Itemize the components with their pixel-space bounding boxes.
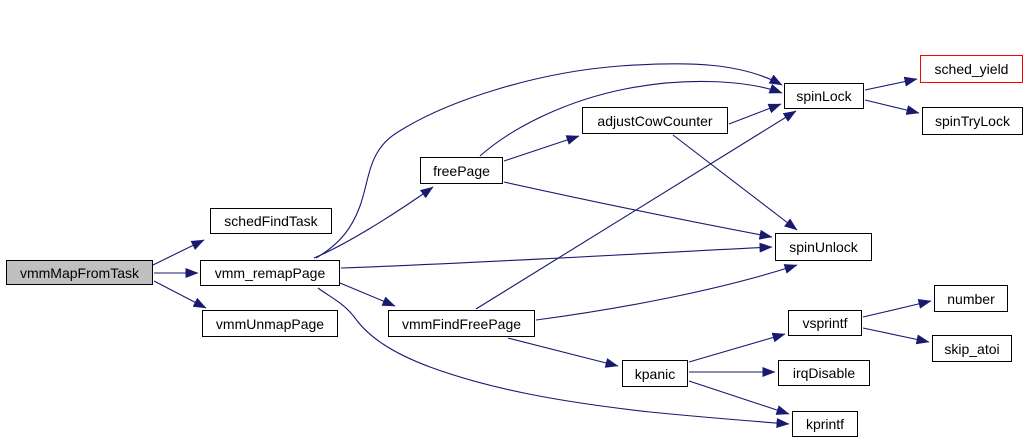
node-spinLock[interactable]: spinLock: [784, 83, 864, 109]
edge-kpanic-to-kprintf: [688, 380, 790, 415]
node-vsprintf[interactable]: vsprintf: [788, 310, 862, 336]
edge-vsprintf-to-number: [862, 298, 932, 318]
edge-spinLock-to-sched_yield: [864, 76, 918, 91]
edge-freePage-to-spinUnlock: [503, 181, 773, 240]
node-sched_yield[interactable]: sched_yield: [920, 55, 1023, 83]
edge-spinLock-to-spinTryLock: [864, 99, 920, 115]
edge-vmm_remapPage-to-spinUnlock: [340, 242, 773, 269]
node-vmmMapFromTask: vmmMapFromTask: [6, 260, 153, 285]
edge-vmmFindFreePage-to-kpanic: [507, 337, 619, 368]
edge-vmmMapFromTask-to-vmmUnmapPage: [153, 280, 207, 309]
edge-adjustCowCounter-to-spinUnlock: [672, 134, 798, 231]
edge-freePage-to-spinLock: [479, 80, 783, 157]
node-kpanic[interactable]: kpanic: [622, 360, 688, 387]
node-adjustCowCounter[interactable]: adjustCowCounter: [582, 107, 728, 134]
edge-vmm_remapPage-to-vmmFindFreePage: [339, 282, 396, 307]
node-vmmFindFreePage[interactable]: vmmFindFreePage: [388, 310, 535, 337]
edge-vmm_remapPage-to-spinLock: [315, 63, 783, 259]
edge-vsprintf-to-skip_atoi: [862, 327, 930, 345]
edge-vmmFindFreePage-to-spinUnlock: [535, 264, 798, 321]
edge-kpanic-to-vsprintf: [688, 332, 786, 363]
edge-adjustCowCounter-to-spinLock: [728, 103, 782, 125]
node-freePage[interactable]: freePage: [420, 157, 503, 184]
node-vmm_remapPage[interactable]: vmm_remapPage: [200, 260, 340, 286]
node-kprintf[interactable]: kprintf: [792, 411, 858, 437]
edge-freePage-to-adjustCowCounter: [503, 135, 580, 162]
node-spinUnlock[interactable]: spinUnlock: [775, 233, 872, 261]
node-vmmUnmapPage[interactable]: vmmUnmapPage: [202, 310, 338, 337]
edge-vmm_remapPage-to-kprintf: [317, 287, 790, 429]
node-irqDisable[interactable]: irqDisable: [778, 360, 870, 386]
edge-vmm_remapPage-to-freePage: [313, 186, 434, 259]
node-number[interactable]: number: [934, 285, 1008, 312]
node-skip_atoi[interactable]: skip_atoi: [932, 335, 1012, 362]
edge-vmmMapFromTask-to-schedFindTask: [152, 239, 205, 266]
node-schedFindTask[interactable]: schedFindTask: [210, 208, 332, 234]
edge-group: [152, 63, 932, 429]
edge-vmmFindFreePage-to-spinLock: [475, 110, 797, 310]
node-spinTryLock[interactable]: spinTryLock: [922, 107, 1023, 135]
